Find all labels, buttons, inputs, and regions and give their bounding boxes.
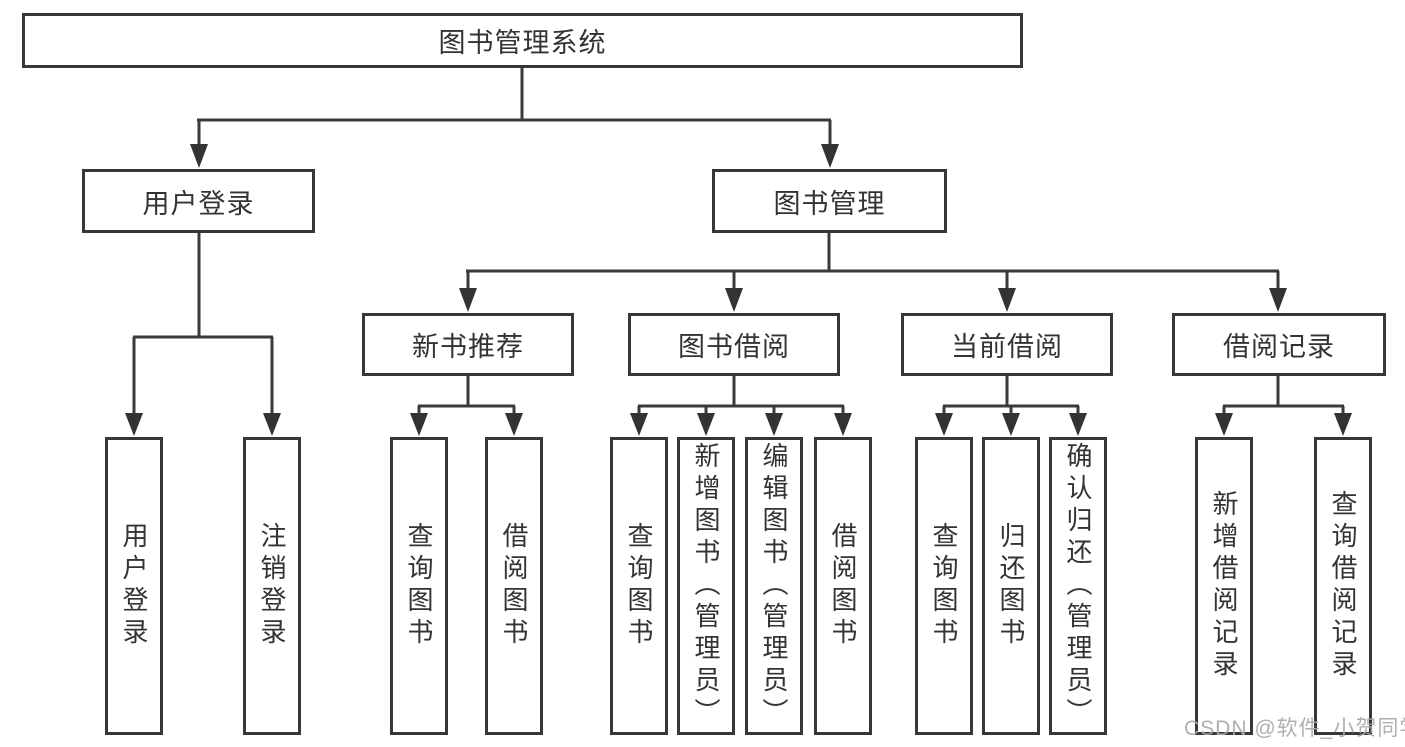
- node-label: 图书管理系统: [438, 28, 607, 58]
- leaf-add-borrow-record: 新增借阅记录: [1195, 437, 1253, 735]
- node-current-borrowing: 当前借阅: [901, 313, 1113, 376]
- leaf-borrow-books: 借阅图书: [814, 437, 872, 735]
- node-label: 图书管理: [773, 188, 886, 219]
- leaf-return-books: 归还图书: [982, 437, 1040, 735]
- node-label: 查询图书: [929, 522, 959, 650]
- leaf-borrow-books-recommend: 借阅图书: [485, 437, 543, 735]
- node-book-borrowing: 图书借阅: [628, 313, 840, 376]
- node-borrowing-records: 借阅记录: [1172, 313, 1386, 376]
- node-label: 用户登录: [142, 188, 255, 219]
- leaf-logout: 注销登录: [243, 437, 301, 735]
- node-label: 借阅记录: [1223, 332, 1335, 362]
- arrowheads: [125, 144, 1352, 436]
- node-book-management: 图书管理: [712, 169, 947, 233]
- node-label: 注销登录: [257, 522, 287, 650]
- node-label: 新书推荐: [412, 332, 524, 362]
- node-new-book-recommendation: 新书推荐: [362, 313, 574, 376]
- node-label: 编辑图书（管理员）: [759, 442, 789, 730]
- node-label: 借阅图书: [499, 522, 529, 650]
- node-label: 用户登录: [119, 522, 149, 650]
- leaf-confirm-return-admin: 确认归还（管理员）: [1049, 437, 1107, 735]
- node-label: 新增借阅记录: [1209, 490, 1239, 682]
- node-label: 归还图书: [996, 522, 1026, 650]
- node-label: 确认归还（管理员）: [1063, 442, 1093, 730]
- node-label: 查询借阅记录: [1328, 490, 1358, 682]
- leaf-query-books-borrow: 查询图书: [610, 437, 668, 735]
- node-user-login: 用户登录: [82, 169, 315, 233]
- csdn-watermark: CSDN @软件_小贺同学: [1184, 717, 1405, 740]
- node-label: 查询图书: [624, 522, 654, 650]
- leaf-edit-book-admin: 编辑图书（管理员）: [745, 437, 803, 735]
- leaf-query-borrow-record: 查询借阅记录: [1314, 437, 1372, 735]
- node-label: 当前借阅: [951, 332, 1063, 362]
- node-label: 图书借阅: [678, 332, 790, 362]
- leaf-query-books-current: 查询图书: [915, 437, 973, 735]
- leaf-user-login: 用户登录: [105, 437, 163, 735]
- node-root-system: 图书管理系统: [22, 13, 1023, 68]
- leaf-query-books-recommend: 查询图书: [390, 437, 448, 735]
- node-label: 新增图书（管理员）: [691, 442, 721, 730]
- node-label: 借阅图书: [828, 522, 858, 650]
- leaf-add-book-admin: 新增图书（管理员）: [677, 437, 735, 735]
- node-label: 查询图书: [404, 522, 434, 650]
